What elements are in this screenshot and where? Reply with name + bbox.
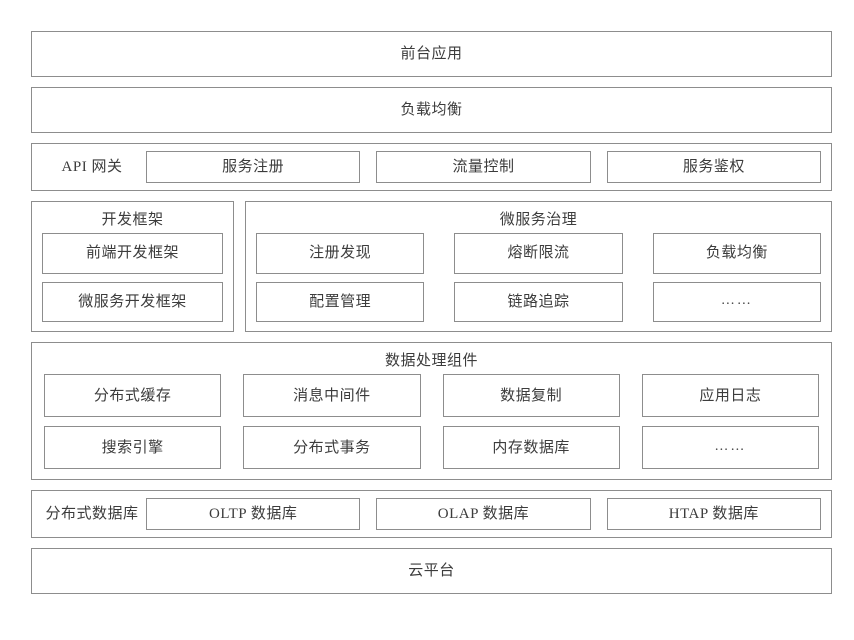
panel-data-components: 数据处理组件 分布式缓存 消息中间件 数据复制 应用日志 搜索引擎 分布式事务 … — [31, 342, 832, 480]
panel-microservice-governance-title: 微服务治理 — [499, 212, 578, 228]
data-component-item-distributed-transaction: 分布式事务 — [243, 426, 421, 469]
layer-distributed-database: 分布式数据库 OLTP 数据库 OLAP 数据库 HTAP 数据库 — [31, 490, 832, 538]
governance-item-more: …… — [652, 281, 821, 322]
database-item-htap: HTAP 数据库 — [606, 498, 821, 530]
database-item-olap: OLAP 数据库 — [376, 498, 591, 530]
governance-item-load-balancing: 负载均衡 — [652, 233, 821, 274]
layer-frameworks-and-governance: 开发框架 前端开发框架 微服务开发框架 微服务治理 注册发现 熔断限流 负载均衡… — [31, 201, 832, 332]
panel-dev-framework: 开发框架 前端开发框架 微服务开发框架 — [31, 201, 234, 332]
panel-data-components-grid: 分布式缓存 消息中间件 数据复制 应用日志 搜索引擎 分布式事务 内存数据库 …… — [44, 374, 819, 469]
panel-microservice-governance: 微服务治理 注册发现 熔断限流 负载均衡 配置管理 链路追踪 …… — [245, 201, 832, 332]
panel-microservice-governance-grid: 注册发现 熔断限流 负载均衡 配置管理 链路追踪 …… — [256, 233, 821, 322]
data-component-item-more: …… — [641, 426, 819, 469]
governance-item-config-management: 配置管理 — [256, 281, 425, 322]
api-gateway-item-traffic-control: 流量控制 — [376, 151, 591, 183]
panel-dev-framework-title: 开发框架 — [101, 212, 164, 228]
data-component-item-application-log: 应用日志 — [641, 374, 819, 417]
governance-item-circuit-breaker: 熔断限流 — [454, 233, 623, 274]
api-gateway-label: API 网关 — [61, 159, 123, 175]
data-component-item-data-replication: 数据复制 — [442, 374, 620, 417]
data-component-item-distributed-cache: 分布式缓存 — [44, 374, 222, 417]
data-component-item-message-middleware: 消息中间件 — [243, 374, 421, 417]
governance-item-registry-discovery: 注册发现 — [256, 233, 425, 274]
api-gateway-item-service-registry: 服务注册 — [146, 151, 361, 183]
distributed-database-items: OLTP 数据库 OLAP 数据库 HTAP 数据库 — [144, 491, 823, 537]
data-component-item-search-engine: 搜索引擎 — [44, 426, 222, 469]
layer-load-balancing: 负载均衡 — [31, 87, 832, 133]
layer-cloud-platform: 云平台 — [31, 548, 832, 594]
panel-dev-framework-grid: 前端开发框架 微服务开发框架 — [42, 233, 223, 322]
api-gateway-item-service-auth: 服务鉴权 — [606, 151, 821, 183]
layer-api-gateway: API 网关 服务注册 流量控制 服务鉴权 — [31, 143, 832, 191]
api-gateway-items: 服务注册 流量控制 服务鉴权 — [144, 144, 823, 190]
architecture-diagram: 前台应用 负载均衡 API 网关 服务注册 流量控制 服务鉴权 开发框架 前端开… — [31, 31, 832, 615]
distributed-database-label: 分布式数据库 — [45, 506, 139, 522]
dev-framework-item-frontend: 前端开发框架 — [42, 233, 223, 274]
dev-framework-item-microservice: 微服务开发框架 — [42, 281, 223, 322]
panel-data-components-title: 数据处理组件 — [384, 353, 478, 369]
layer-frontend-application: 前台应用 — [31, 31, 832, 77]
data-component-item-in-memory-database: 内存数据库 — [442, 426, 620, 469]
governance-item-tracing: 链路追踪 — [454, 281, 623, 322]
database-item-oltp: OLTP 数据库 — [146, 498, 361, 530]
